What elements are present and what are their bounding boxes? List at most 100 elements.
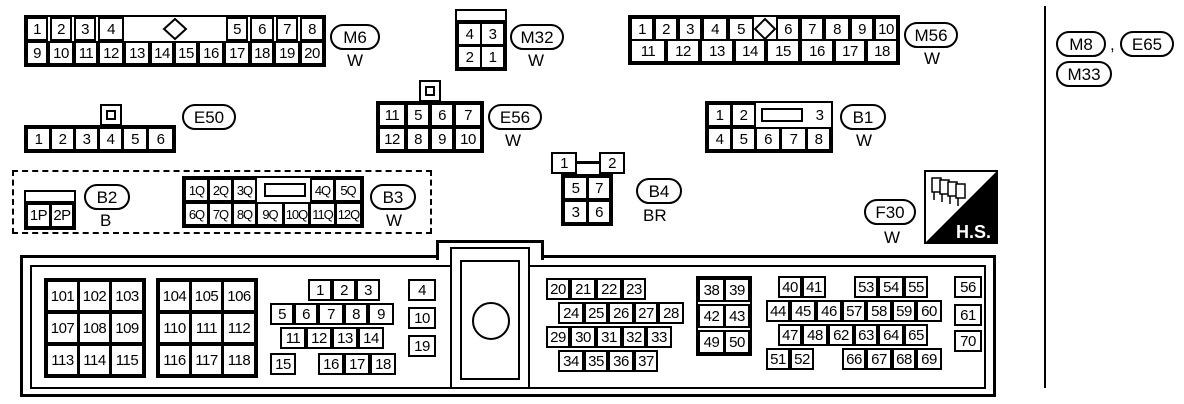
pin: 12 <box>98 41 124 65</box>
pin: 9 <box>368 303 394 325</box>
pin: 14 <box>150 41 174 65</box>
connector-b4-label: B4 <box>636 178 682 204</box>
pin: 2 <box>50 127 75 151</box>
pin: 2 <box>332 279 356 301</box>
pin: 9 <box>430 127 454 151</box>
pin: 60 <box>916 300 942 322</box>
pin: 59 <box>892 300 916 322</box>
connector-b2-color: B <box>100 211 112 230</box>
pin: 12Q <box>335 202 362 226</box>
pin: 32 <box>622 326 646 348</box>
pin: 44 <box>766 300 790 322</box>
pin: 2 <box>731 103 756 127</box>
pin: 2 <box>599 152 625 174</box>
pin: 12 <box>666 39 700 63</box>
pin: 5 <box>406 103 430 127</box>
connector-m6-color: W <box>347 51 364 70</box>
connector-e50-label: E50 <box>182 104 236 130</box>
harness-side-label: H.S. <box>956 222 992 242</box>
harness-side-icon <box>924 170 998 244</box>
pin: 6 <box>250 17 274 41</box>
connector-m56-label: M56 <box>904 22 958 48</box>
pin: 11 <box>74 41 98 65</box>
pin: 9 <box>850 17 874 41</box>
pin: 6 <box>294 303 318 325</box>
pin: 63 <box>854 324 878 346</box>
pin: 3 <box>480 22 505 46</box>
pin: 8 <box>806 127 831 151</box>
pin: 15 <box>766 39 800 63</box>
pin: 66 <box>842 348 866 370</box>
pin: 41 <box>802 276 826 298</box>
pin: 6 <box>147 127 174 151</box>
pin: 1 <box>308 279 332 301</box>
pin: 118 <box>222 344 256 376</box>
pin: 14 <box>358 327 384 349</box>
pin: 8 <box>344 303 368 325</box>
pin: 18 <box>370 353 396 375</box>
pin: 20 <box>300 41 324 65</box>
connector-m6-label: M6 <box>330 24 380 50</box>
pin: 4Q <box>310 178 335 202</box>
pin: 16 <box>318 353 344 375</box>
divider <box>455 20 507 22</box>
pin: 48 <box>802 324 828 346</box>
pin: 21 <box>570 278 596 300</box>
pin: 3 <box>74 127 99 151</box>
diamond-key-icon <box>162 17 188 41</box>
pin: 5 <box>728 17 754 41</box>
pin: 68 <box>892 348 916 370</box>
pin: 42 <box>698 304 725 328</box>
pin: 38 <box>698 278 725 302</box>
vertical-separator <box>1044 6 1046 388</box>
pin: 20 <box>546 278 570 300</box>
pin: 1Q <box>184 178 209 202</box>
pin: 117 <box>190 344 223 376</box>
pin: 40 <box>778 276 802 298</box>
pin: 10Q <box>283 202 310 226</box>
pin: 109 <box>110 312 144 344</box>
pin: 10 <box>454 127 482 151</box>
b3-key-slot <box>264 183 306 197</box>
pin: 2 <box>50 17 72 41</box>
pin: 34 <box>558 350 584 372</box>
pin: 6 <box>430 103 454 127</box>
pin: 7Q <box>208 202 233 226</box>
pin: 64 <box>878 324 904 346</box>
pin: 5Q <box>334 178 362 202</box>
ecm-bolt-icon <box>472 302 510 340</box>
pin: 56 <box>954 276 982 298</box>
pin: 112 <box>222 312 256 344</box>
pin: 111 <box>190 312 223 344</box>
pin: 45 <box>790 300 816 322</box>
pin: 19 <box>408 335 436 357</box>
pin: 108 <box>78 312 111 344</box>
pin: 54 <box>878 276 904 298</box>
pin: 4 <box>702 17 728 41</box>
pin: 3 <box>678 17 702 41</box>
pin: 24 <box>558 302 584 324</box>
pin: 8Q <box>232 202 257 226</box>
connector-b3-color: W <box>386 211 403 230</box>
pin: 6 <box>776 17 800 41</box>
pin: 4 <box>98 127 123 151</box>
pin: 10 <box>48 41 74 65</box>
pin: 25 <box>584 302 608 324</box>
connector-e56-key-inner <box>425 86 435 96</box>
connector-e56-color: W <box>505 131 522 150</box>
pin: 102 <box>78 280 111 312</box>
pin: 61 <box>954 304 982 326</box>
connector-m56-color: W <box>924 49 941 68</box>
pin: 114 <box>78 344 111 376</box>
pin: 110 <box>158 312 191 344</box>
pin: 5 <box>226 17 248 41</box>
pin: 6Q <box>184 202 209 226</box>
separator-comma: , <box>1110 35 1115 54</box>
pin: 58 <box>866 300 892 322</box>
pin: 107 <box>46 312 79 344</box>
pin: 1P <box>26 203 51 228</box>
pin: 8 <box>300 17 324 41</box>
pin: 28 <box>658 302 684 324</box>
connector-e56-label: E56 <box>488 104 542 130</box>
pin: 3 <box>563 200 588 224</box>
